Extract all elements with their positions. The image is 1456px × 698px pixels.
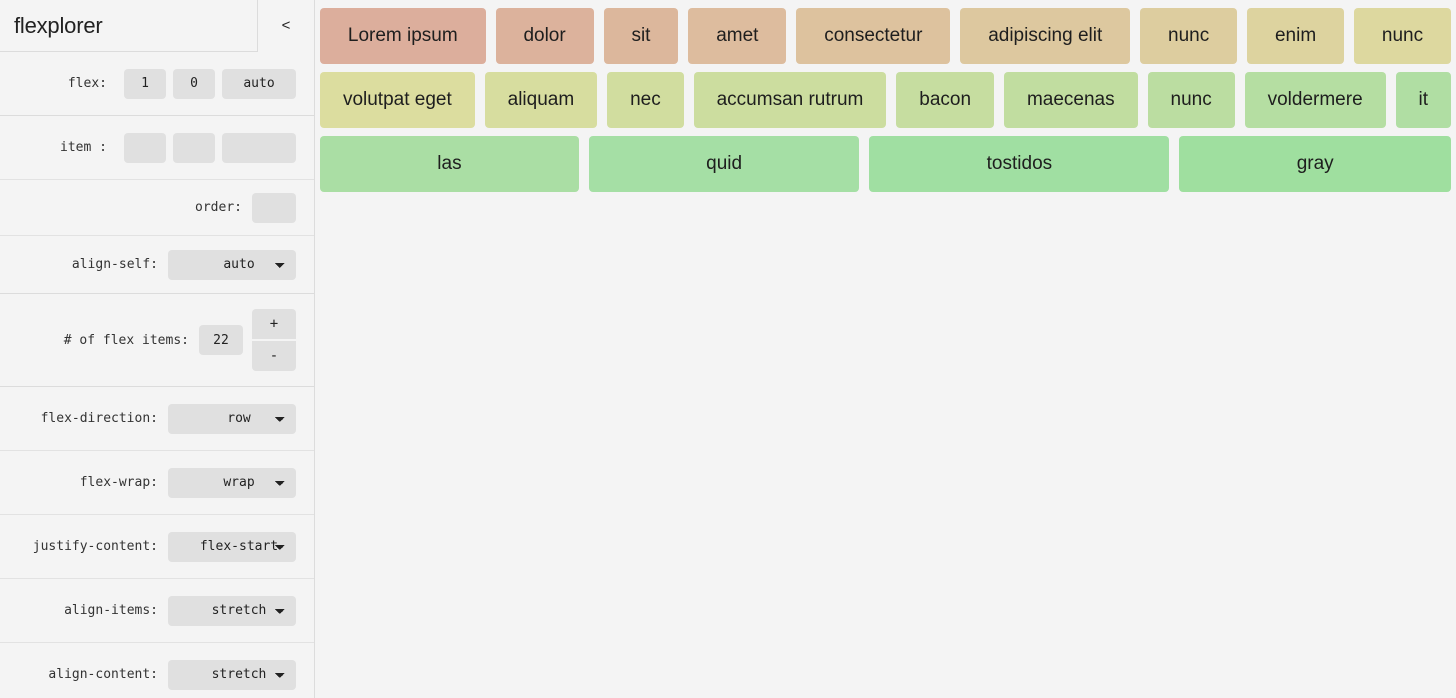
flex-item[interactable]: Lorem ipsum (320, 8, 486, 64)
flex-grow-input[interactable] (124, 68, 166, 99)
row-flex-wrap: flex-wrap: nowrapwrapwrap-reverse (0, 451, 314, 515)
flex-item[interactable]: maecenas (1004, 72, 1138, 128)
add-item-button[interactable]: + (252, 309, 296, 339)
item-shrink-input[interactable] (173, 132, 215, 163)
align-self-select[interactable]: autoflex-startflex-endcenterbaselinestre… (168, 249, 296, 280)
row-align-self: align-self: autoflex-startflex-endcenter… (0, 236, 314, 294)
flex-direction-select[interactable]: rowrow-reversecolumncolumn-reverse (168, 403, 296, 434)
label-align-self: align-self: (71, 257, 158, 272)
order-input[interactable] (252, 192, 296, 223)
label-justify-content: justify-content: (32, 539, 158, 554)
flex-item[interactable]: gray (1179, 136, 1451, 192)
row-justify-content: justify-content: flex-startflex-endcente… (0, 515, 314, 579)
remove-item-button[interactable]: - (252, 341, 296, 371)
flex-item[interactable]: volutpat eget (320, 72, 475, 128)
flex-shrink-input[interactable] (173, 68, 215, 99)
align-content-select[interactable]: stretchflex-startflex-endcenterspace-bet… (168, 659, 296, 690)
flex-item[interactable]: las (320, 136, 579, 192)
row-item-count: # of flex items: + - (0, 294, 314, 387)
app-title: flexplorer (14, 12, 103, 38)
flex-item[interactable]: enim (1247, 8, 1345, 64)
flex-item[interactable]: sit (603, 8, 679, 64)
label-flex-wrap: flex-wrap: (79, 475, 158, 490)
flex-item[interactable]: bacon (896, 72, 995, 128)
label-item: item : (60, 140, 107, 155)
label-align-items: align-items: (64, 603, 158, 618)
item-basis-input[interactable] (222, 132, 296, 163)
align-items-select[interactable]: stretchflex-startflex-endcenterbaseline (168, 595, 296, 626)
sidebar: flexplorer < flex: item : order: align-s… (0, 0, 315, 698)
flex-basis-input[interactable] (222, 68, 296, 99)
row-flex-shorthand: flex: (0, 52, 314, 116)
row-align-content: align-content: stretchflex-startflex-end… (0, 643, 314, 698)
label-order: order: (195, 200, 242, 215)
flex-item[interactable]: adipiscing elit (960, 8, 1131, 64)
flex-item[interactable]: dolor (495, 8, 594, 64)
flex-wrap-select[interactable]: nowrapwrapwrap-reverse (168, 467, 296, 498)
label-item-count: # of flex items: (63, 332, 189, 348)
row-flex-direction: flex-direction: rowrow-reversecolumncolu… (0, 387, 314, 451)
label-flex-direction: flex-direction: (40, 411, 158, 426)
justify-content-select[interactable]: flex-startflex-endcenterspace-betweenspa… (168, 531, 296, 562)
flex-item[interactable]: aliquam (484, 72, 598, 128)
flex-item[interactable]: consectetur (796, 8, 951, 64)
flex-item[interactable]: it (1395, 72, 1451, 128)
label-flex: flex: (67, 76, 107, 91)
flex-item[interactable]: nec (607, 72, 684, 128)
flex-item[interactable]: voldermere (1244, 72, 1386, 128)
flex-item[interactable]: quid (588, 136, 860, 192)
flex-item[interactable]: accumsan rutrum (693, 72, 887, 128)
label-align-content: align-content: (48, 667, 158, 682)
item-count-stepper: + - (252, 309, 296, 371)
item-grow-input[interactable] (124, 132, 166, 163)
item-count-input[interactable] (199, 325, 243, 355)
row-item-flex: item : (0, 116, 314, 180)
flex-item[interactable]: tostidos (869, 136, 1170, 192)
flex-item[interactable]: nunc (1140, 8, 1238, 64)
flex-item[interactable]: nunc (1147, 72, 1235, 128)
row-align-items: align-items: stretchflex-startflex-endce… (0, 579, 314, 643)
flex-item[interactable]: amet (688, 8, 787, 64)
sidebar-header: flexplorer < (0, 0, 314, 52)
row-order: order: (0, 180, 314, 236)
flex-item[interactable]: nunc (1354, 8, 1451, 64)
chevron-left-icon[interactable]: < (257, 0, 314, 52)
